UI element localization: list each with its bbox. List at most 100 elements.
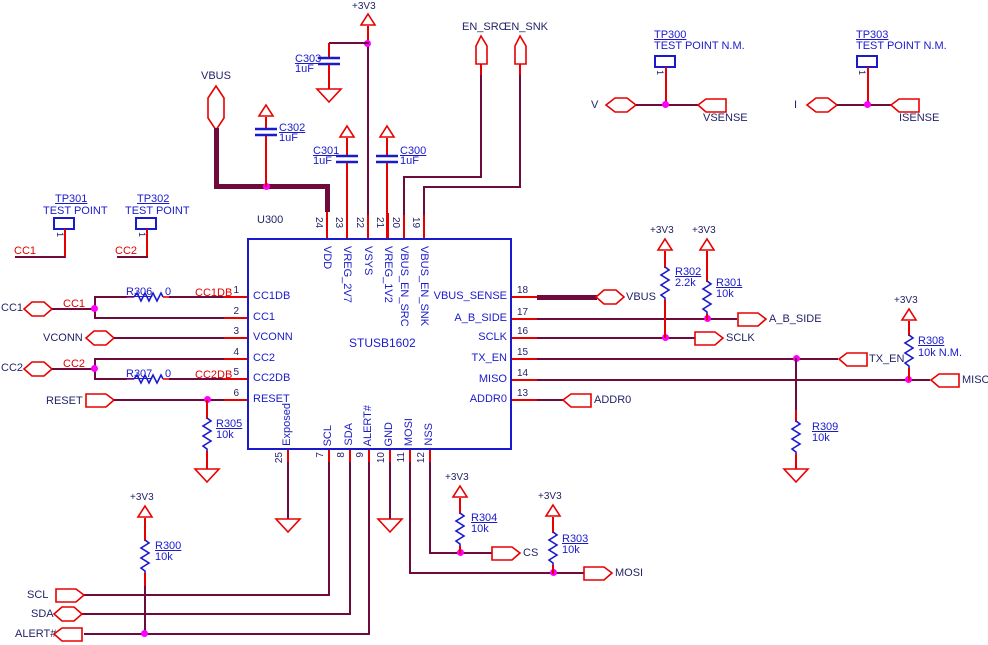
power-label-3v3: +3V3: [538, 491, 562, 502]
power-label-3v3: +3V3: [130, 492, 154, 503]
pin-name-cc1db: CC1DB: [253, 290, 291, 302]
pin-name-cc1: CC1: [253, 311, 276, 323]
pin-stub: [387, 213, 389, 238]
wire: [114, 337, 224, 339]
wire: [552, 565, 554, 574]
cap-val-c300: 1uF: [400, 155, 419, 167]
port-cc2-connector: [22, 361, 54, 377]
resistor-r309: [790, 420, 802, 455]
tp-ref-tp302: TP302: [137, 193, 170, 205]
pin-num-18: 18: [517, 285, 529, 296]
pin-stub: [512, 358, 537, 360]
pin-name-tx-en: TX_EN: [471, 352, 507, 364]
capacitor-c302: [255, 127, 277, 137]
wire: [367, 43, 369, 215]
net-label-cc1db: CC1DB: [195, 287, 233, 299]
power-arrow-icon: [378, 124, 396, 138]
power-arrow-icon: [451, 484, 469, 498]
ground-icon: [376, 518, 404, 534]
wire: [265, 136, 267, 187]
pin-name-vbus-sense: VBUS_SENSE: [433, 290, 507, 302]
wire: [328, 462, 330, 596]
pin-name-vconn: VCONN: [253, 331, 293, 343]
wire: [409, 572, 584, 574]
port-alert-connector: [52, 627, 83, 642]
tp302-pin: 1: [137, 232, 147, 238]
pin-num-13: 13: [517, 388, 529, 399]
pin-num-3: 3: [233, 326, 239, 337]
pin-num-9: 9: [355, 452, 366, 458]
pin-num-25: 25: [274, 452, 285, 464]
wire: [664, 300, 666, 338]
res-ref-r301: R301: [716, 277, 743, 289]
pin-stub: [403, 213, 405, 238]
port-label-addr0: ADDR0: [594, 394, 632, 406]
resistor-r305: [201, 417, 213, 452]
res-val-r306: 0: [165, 286, 172, 298]
port-label-sclk: SCLK: [726, 332, 755, 344]
res-ref-r303: R303: [562, 533, 589, 545]
tp-desc-tp300: TEST POINT N.M.: [654, 40, 745, 52]
port-miso-connector: [929, 373, 960, 388]
wire: [386, 163, 388, 238]
tp-ref-tp300: TP300: [654, 29, 687, 41]
wire: [52, 368, 96, 370]
pin-stub: [287, 450, 289, 463]
res-val-r300: 10k: [155, 551, 173, 563]
pin-num-5: 5: [233, 367, 239, 378]
wire: [94, 317, 224, 319]
pin-num-17: 17: [517, 307, 529, 318]
pin-num-19: 19: [410, 217, 421, 229]
pin-num-22: 22: [354, 217, 365, 229]
pin-name-a-b-side: A_B_SIDE: [454, 312, 507, 324]
wire: [144, 518, 146, 541]
port-sclk-connector: [694, 331, 725, 346]
port-isense-connector: [889, 98, 920, 113]
power-arrow-icon: [544, 503, 562, 517]
pin-name-mosi: MOSI: [403, 417, 415, 446]
power-label-3v3: +3V3: [352, 1, 376, 12]
wire: [519, 64, 521, 76]
wire: [403, 176, 405, 215]
ic-refdes: U300: [257, 214, 284, 226]
pin-name-gnd: GND: [383, 421, 395, 446]
wire: [537, 358, 838, 360]
wire-thick: [325, 184, 330, 212]
wire: [84, 594, 330, 596]
pin-stub: [512, 318, 537, 320]
capacitor-c300: [376, 154, 398, 164]
pin-num-6: 6: [233, 388, 239, 399]
res-ref-r309: R309: [812, 421, 839, 433]
res-val-r308: 10k N.M.: [918, 347, 963, 359]
wire: [389, 462, 391, 519]
res-val-r303: 10k: [562, 544, 580, 556]
pin-num-4: 4: [233, 347, 239, 358]
capacitor-c303: [318, 56, 340, 66]
wire: [552, 517, 554, 533]
wire: [409, 462, 411, 574]
ic-body-stusb1602: [247, 238, 512, 450]
wire: [169, 378, 223, 380]
pin-num-15: 15: [517, 347, 529, 358]
pin-stub: [389, 450, 391, 463]
wire: [386, 138, 388, 156]
wire: [480, 75, 482, 178]
port-en-snk-connector: [514, 34, 527, 65]
power-arrow-icon: [656, 237, 674, 251]
wire: [367, 26, 369, 44]
tp301-pin: 1: [55, 232, 65, 238]
wire: [52, 308, 96, 310]
wire: [117, 256, 148, 258]
pin-stub: [349, 450, 351, 463]
wire: [459, 546, 461, 554]
wire: [908, 368, 910, 381]
tp-desc-tp302: TEST POINT: [125, 205, 190, 217]
pin-num-10: 10: [376, 452, 387, 464]
wire: [480, 64, 482, 76]
junction-dot: [204, 396, 211, 403]
tp-desc-tp303: TEST POINT N.M.: [856, 40, 947, 52]
resistor-r307: [126, 373, 170, 385]
cap-ref-c303: C303: [295, 53, 322, 65]
power-arrow-icon: [257, 103, 275, 117]
wire: [795, 358, 797, 411]
